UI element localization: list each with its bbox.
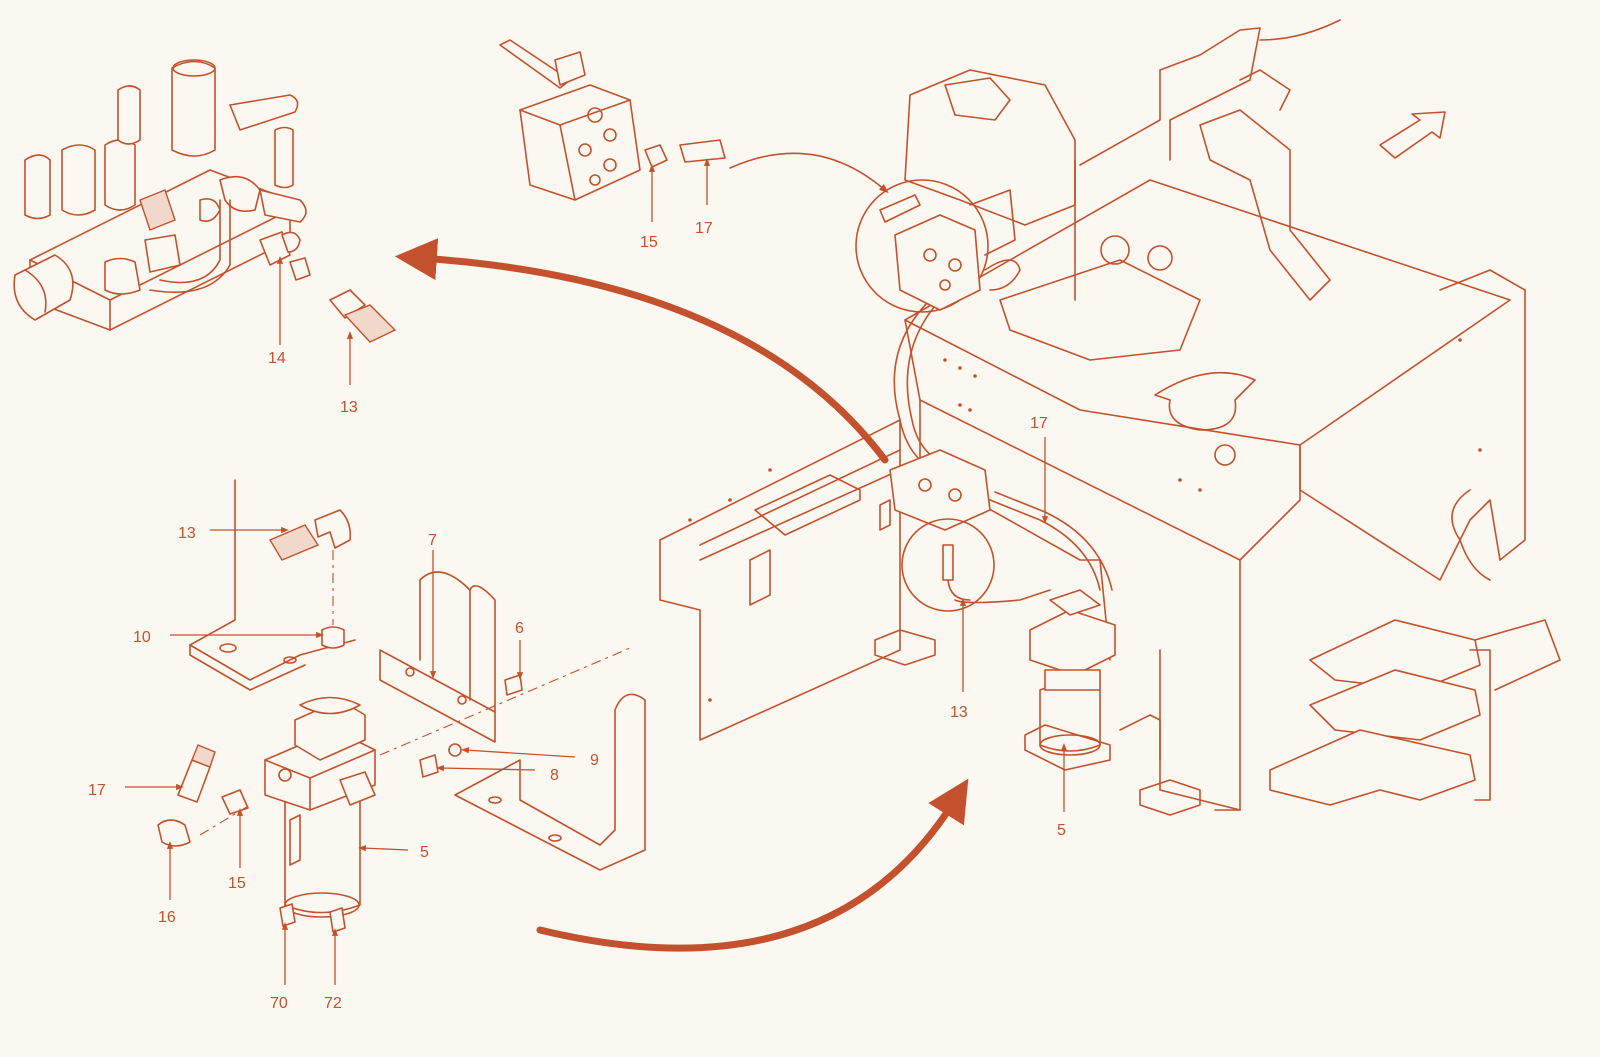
elbow-fitting-14 (259, 231, 311, 281)
flow-arrow-to-upper-detail (729, 152, 889, 194)
machine-frame (659, 19, 1561, 816)
installed-pump (1024, 589, 1161, 771)
callout-5-left: 5 (420, 844, 429, 861)
straight-fitting-13-top (329, 289, 397, 343)
callout-72: 72 (324, 995, 342, 1012)
bracket-7 (379, 649, 496, 743)
callout-8: 8 (550, 767, 559, 784)
fitting-16 (157, 819, 191, 847)
frame-rivets (688, 338, 1482, 702)
detail-circle-lower (901, 518, 995, 612)
upper-valve-assembly (499, 39, 726, 201)
lower-pump-assembly (157, 479, 646, 933)
callout-7: 7 (428, 532, 437, 549)
callout-15-top: 15 (640, 234, 658, 251)
bolt-8 (419, 754, 439, 778)
lower-detail-fitting (942, 544, 971, 601)
fitting-17-left (177, 759, 211, 803)
callout-13-mid: 13 (178, 525, 196, 542)
fitting-10 (321, 626, 345, 649)
callout-13-top: 13 (340, 399, 358, 416)
callout-17-top: 17 (695, 220, 713, 237)
callout-14: 14 (268, 350, 286, 367)
callout-6: 6 (515, 620, 524, 637)
installed-valve-block (879, 449, 991, 531)
callout-17-right: 17 (1030, 415, 1048, 432)
callout-16: 16 (158, 909, 176, 926)
callout-17-left: 17 (88, 782, 106, 799)
manifold-block-assembly (13, 59, 397, 343)
elbow-fitting-13-mid (314, 509, 352, 549)
callout-15-left: 15 (228, 875, 246, 892)
callout-13-right: 13 (950, 704, 968, 721)
direction-arrow-icon (1379, 111, 1446, 159)
washer-9 (448, 743, 462, 757)
fitting-15-top (644, 144, 668, 168)
flow-arrow-to-installed-pump (536, 778, 969, 952)
flow-arrow-to-manifold (394, 238, 889, 464)
callout-labels: 15 17 14 13 13 7 6 10 9 8 17 5 15 16 70 … (88, 220, 1066, 1012)
fitting-17-top (679, 139, 726, 163)
callout-9: 9 (590, 752, 599, 769)
callout-10: 10 (133, 629, 151, 646)
frame-hoses (893, 299, 1113, 604)
callout-5-right: 5 (1057, 822, 1066, 839)
detail-circle-upper (855, 179, 989, 313)
upper-detail-valve (879, 194, 1021, 311)
bolt-6 (504, 674, 523, 696)
manifold-fittings (24, 59, 307, 295)
callout-70: 70 (270, 995, 288, 1012)
fitting-15-left (221, 789, 249, 815)
leader-lines (125, 158, 1068, 985)
